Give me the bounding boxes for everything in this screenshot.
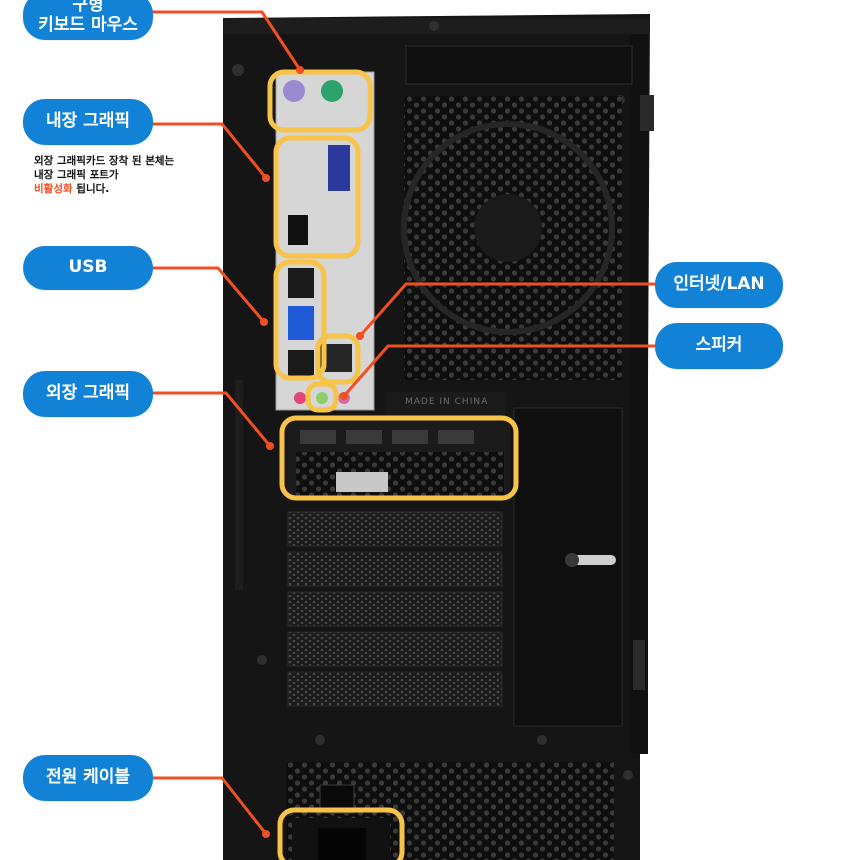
leader-lan	[358, 282, 655, 337]
endpoint-usb	[260, 318, 268, 326]
expansion-slot-covers	[287, 511, 503, 707]
endpoint-ps2	[296, 66, 304, 74]
endpoint-lan	[356, 332, 364, 340]
leader-ps2	[152, 10, 302, 71]
top-slot-cover	[405, 45, 633, 85]
graphics-card-bracket	[286, 420, 510, 502]
endpoint-speaker	[340, 392, 348, 400]
endpoint-integrated	[262, 174, 270, 182]
endpoint-discrete	[266, 442, 274, 450]
highlight-ps2	[267, 69, 373, 133]
made-in-label: MADE IN CHINA	[405, 397, 489, 407]
callout-ps2-line1: 구형	[72, 0, 104, 16]
note-line1: 외장 그래픽카드 장착 된 본체는	[34, 155, 175, 167]
callout-speaker: 스피커	[655, 323, 783, 369]
highlight-boxes	[267, 69, 519, 860]
rear-fan-grille	[401, 96, 622, 380]
highlight-integrated-graphics	[273, 135, 361, 259]
callout-discrete-graphics: 외장 그래픽	[23, 371, 153, 417]
note-highlight: 비활성화	[34, 183, 73, 195]
leader-usb	[152, 266, 266, 323]
highlight-audio	[305, 381, 339, 413]
note-tail: 됩니다.	[72, 183, 110, 195]
integrated-graphics-note: 외장 그래픽카드 장착 된 본체는 내장 그래픽 포트가 비활성화 됩니다.	[34, 154, 174, 196]
highlight-discrete-graphics	[279, 415, 519, 501]
highlight-usb	[273, 259, 327, 381]
callout-ps2-line2: 키보드 마우스	[38, 15, 138, 35]
leader-endpoints	[260, 66, 364, 838]
leader-discrete	[152, 391, 272, 447]
callout-lan: 인터넷/LAN	[655, 262, 783, 308]
note-line2: 내장 그래픽 포트가	[34, 169, 119, 181]
leader-integrated	[152, 122, 268, 179]
side-bracket	[513, 407, 623, 727]
callout-integrated-graphics: 내장 그래픽	[23, 99, 153, 145]
case-label-plate	[385, 392, 505, 416]
endpoint-power	[262, 830, 270, 838]
leader-lines	[152, 10, 655, 835]
note-line3: 비활성화 됩니다.	[34, 182, 174, 196]
callout-ps2: 구형 키보드 마우스	[23, 0, 153, 40]
callout-usb: USB	[23, 246, 153, 290]
leader-speaker	[342, 344, 655, 397]
leader-power	[152, 776, 268, 835]
callout-power-cable: 전원 케이블	[23, 755, 153, 801]
highlight-power	[277, 807, 405, 860]
highlight-lan	[315, 333, 361, 385]
